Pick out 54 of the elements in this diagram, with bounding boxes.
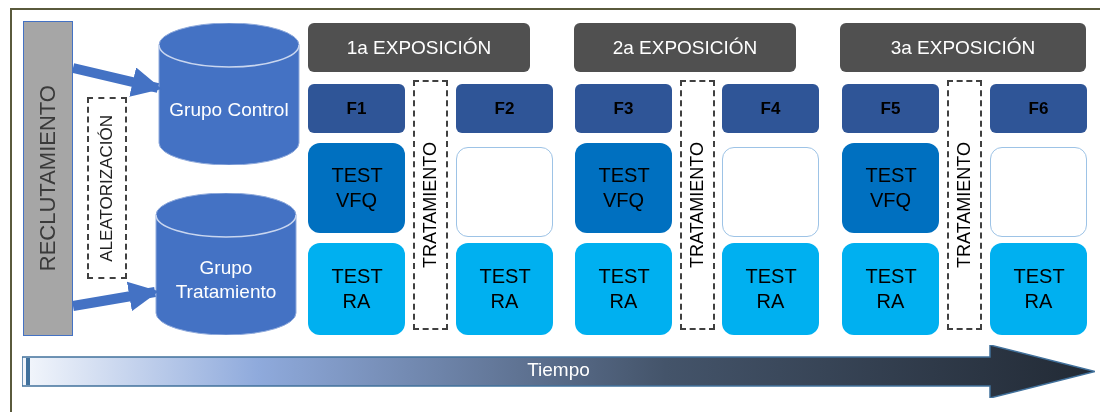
phase-box <box>308 84 405 133</box>
box-label: F4 <box>760 97 781 120</box>
test-box <box>456 243 553 335</box>
box-label: 3a EXPOSICIÓN <box>890 35 1036 60</box>
test-box <box>990 243 1087 335</box>
box-label: TEST RA <box>745 264 796 314</box>
box-label: TEST RA <box>865 264 916 314</box>
phase-box <box>456 84 553 133</box>
test-box <box>308 143 405 233</box>
box-label: RECLUTAMIENTO <box>34 85 62 272</box>
box-label: F1 <box>346 97 367 120</box>
box-label: TEST RA <box>598 264 649 314</box>
test-box <box>308 243 405 335</box>
box-label: F5 <box>880 97 901 120</box>
group-label: Grupo Control <box>168 98 290 122</box>
arrow <box>71 63 162 97</box>
box-label: TEST RA <box>331 264 382 314</box>
phase-box <box>575 84 672 133</box>
box-label: TEST VFQ <box>598 163 649 213</box>
box-label: 1a EXPOSICIÓN <box>346 35 492 60</box>
test-box <box>575 243 672 335</box>
empty-box <box>990 147 1087 237</box>
phase-box <box>722 84 819 133</box>
test-box <box>575 143 672 233</box>
phase-box <box>842 84 939 133</box>
empty-box <box>456 147 553 237</box>
phase-box <box>990 84 1087 133</box>
randomization-box <box>87 97 127 279</box>
empty-box <box>722 147 819 237</box>
time-label: Tiempo <box>527 357 590 382</box>
test-box <box>842 143 939 233</box>
box-label: TEST VFQ <box>865 163 916 213</box>
group-label: Grupo Tratamiento <box>174 256 278 304</box>
box-label: F6 <box>1028 97 1049 120</box>
arrow <box>72 281 159 312</box>
box-label: TRATAMIENTO <box>419 142 442 268</box>
test-box <box>842 243 939 335</box>
exposure-header <box>574 23 796 72</box>
exposure-header <box>308 23 530 72</box>
box-label: TRATAMIENTO <box>953 142 976 268</box>
box-label: F3 <box>613 97 634 120</box>
box-label: TEST VFQ <box>331 163 382 213</box>
box-label: ALEATORIZACIÓN <box>96 114 118 262</box>
exposure-header <box>840 23 1086 72</box>
box-label: 2a EXPOSICIÓN <box>612 35 758 60</box>
box-label: TRATAMIENTO <box>686 142 709 268</box>
box-label: F2 <box>494 97 515 120</box>
box-label: TEST RA <box>1013 264 1064 314</box>
treatment-box <box>947 80 982 330</box>
treatment-box <box>413 80 448 330</box>
box-label: TEST RA <box>479 264 530 314</box>
recruitment-bar <box>23 21 73 336</box>
test-box <box>722 243 819 335</box>
treatment-box <box>680 80 715 330</box>
